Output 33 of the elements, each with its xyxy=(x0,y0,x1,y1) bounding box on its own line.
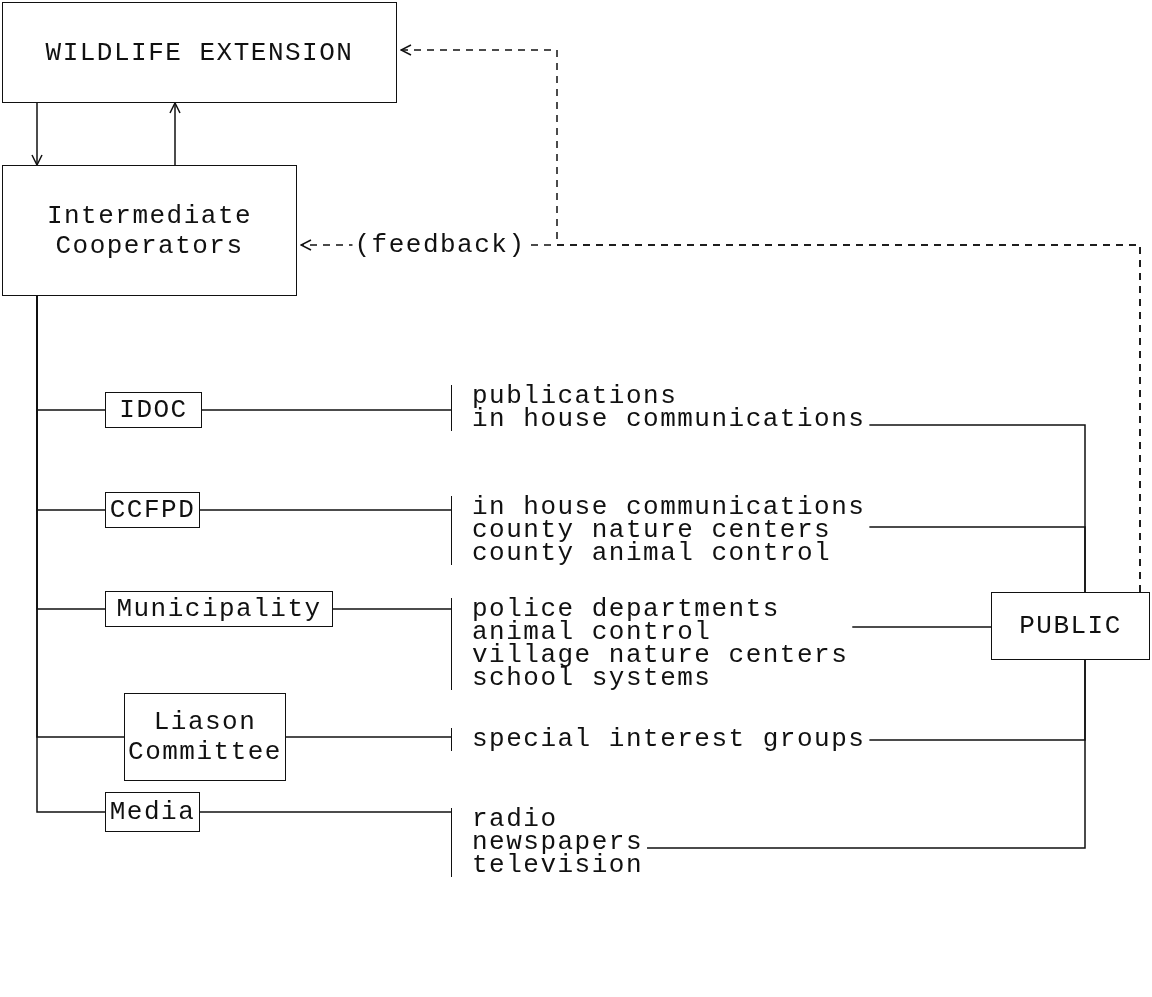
connector-line xyxy=(332,608,452,610)
arrow xyxy=(31,102,43,166)
list-item: village nature centers xyxy=(472,644,849,667)
organization-box: WILDLIFE EXTENSION xyxy=(2,2,397,103)
list-item: newspapers xyxy=(472,831,644,854)
connector-line xyxy=(868,526,1086,593)
organization-box: CCFPD xyxy=(105,492,200,528)
connector-line xyxy=(199,811,452,813)
list-item: school systems xyxy=(472,667,713,690)
list-item: radio xyxy=(472,808,559,831)
connector-line xyxy=(199,509,452,511)
list-item: publications xyxy=(472,385,678,408)
list-item: county animal control xyxy=(472,542,833,565)
list-item: in house communications xyxy=(472,408,866,431)
connector-line xyxy=(285,736,452,738)
organization-box: Municipality xyxy=(105,591,333,627)
list-item: animal control xyxy=(472,621,712,644)
list-item: in house communications xyxy=(472,496,866,519)
list-item: television xyxy=(472,854,644,877)
organization-box: IDOC xyxy=(105,392,202,428)
public-box: PUBLIC xyxy=(991,592,1150,660)
connector-line xyxy=(851,626,992,628)
list-item: special interest groups xyxy=(472,728,866,751)
connector-line xyxy=(646,659,1086,849)
list-item: police departments xyxy=(472,598,781,621)
organization-box: Media xyxy=(105,792,200,832)
arrow xyxy=(169,102,181,166)
list-item: county nature centers xyxy=(472,519,833,542)
connector-line xyxy=(201,409,452,411)
arrow xyxy=(400,44,1141,593)
organization-box: Intermediate Cooperators xyxy=(2,165,297,296)
organization-box: Liason Committee xyxy=(124,693,286,781)
edge-label: (feedback) xyxy=(352,232,528,258)
